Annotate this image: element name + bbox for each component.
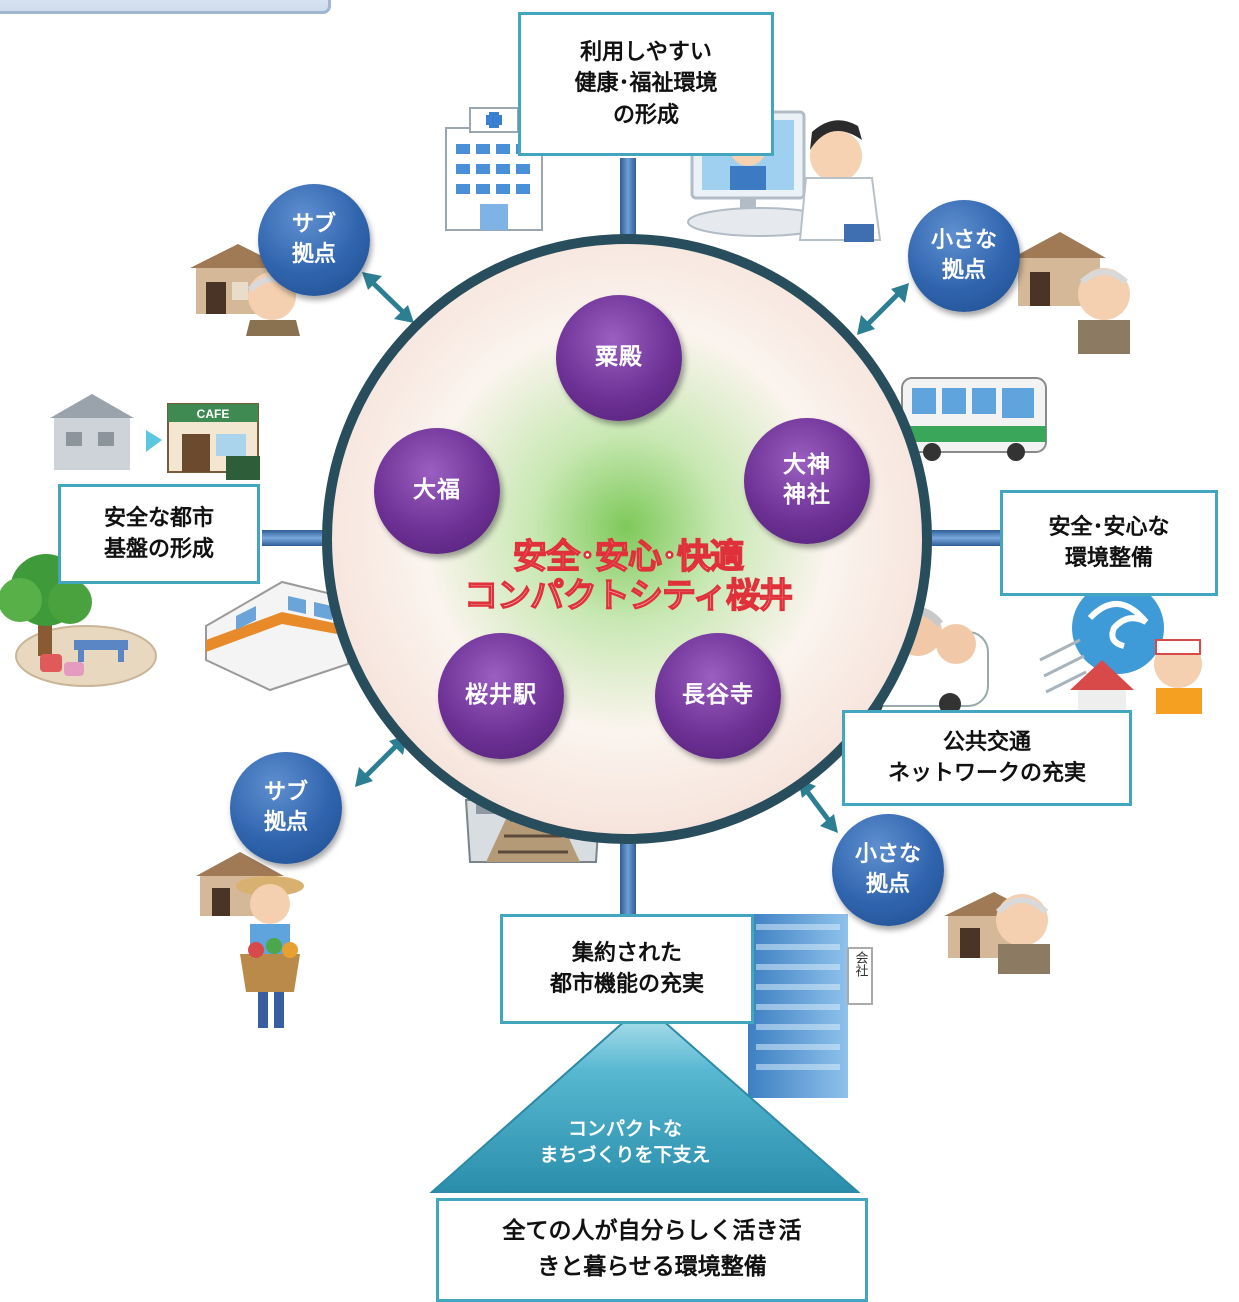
park-illustration [0, 554, 157, 687]
hub-ohtono: 粟殿 [556, 295, 682, 421]
elderly-house-top-right [1012, 232, 1130, 354]
box-safety-environment: 安全･安心な 環境整備 [1000, 490, 1218, 596]
office-building-illustration: 会社 [748, 914, 873, 1098]
double-arrow-top-right [857, 283, 909, 335]
box-health-welfare: 利用しやすい 健康･福祉環境 の形成 [518, 12, 774, 156]
cafe-sign-text: CAFE [197, 407, 230, 421]
center-title-line2: コンパクトシティ桜井 [463, 576, 793, 617]
center-title: 安全･安心･快適 コンパクトシティ桜井 [400, 537, 856, 617]
double-arrow-top-left [362, 272, 414, 323]
top-tab [0, 0, 331, 14]
box-urban-infrastructure: 安全な都市 基盤の形成 [58, 484, 260, 584]
typhoon-illustration [1039, 582, 1202, 714]
hub-omiwa-shrine: 大神 神社 [744, 418, 870, 544]
hub-daifuku: 大福 [374, 428, 500, 554]
hospital-illustration [445, 107, 543, 231]
train-illustration [205, 580, 349, 692]
center-title-line1: 安全･安心･快適 [512, 537, 744, 578]
triangle-text: コンパクトな まちづくりを下支え [539, 1118, 711, 1166]
support-triangle [429, 1002, 861, 1193]
sub-hub-top-left: サブ 拠点 [258, 184, 370, 296]
bus-illustration [901, 377, 1047, 461]
farmer-house-illustration [196, 852, 304, 1028]
small-hub-top-right: 小さな 拠点 [908, 200, 1020, 312]
box-foundation: 全ての人が自分らしく活き活 きと暮らせる環境整備 [436, 1198, 868, 1302]
sub-hub-bottom-left: サブ 拠点 [230, 752, 342, 864]
company-sign-text: 会社 [853, 951, 869, 977]
elderly-house-bottom-right [944, 892, 1050, 974]
hub-hasedera: 長谷寺 [655, 633, 781, 759]
house-cafe-illustration: CAFE [50, 394, 260, 480]
box-urban-functions: 集約された 都市機能の充実 [500, 914, 754, 1024]
small-hub-bottom-right: 小さな 拠点 [832, 814, 944, 926]
box-public-transport: 公共交通 ネットワークの充実 [842, 710, 1132, 806]
hub-sakurai-station: 桜井駅 [438, 633, 564, 759]
